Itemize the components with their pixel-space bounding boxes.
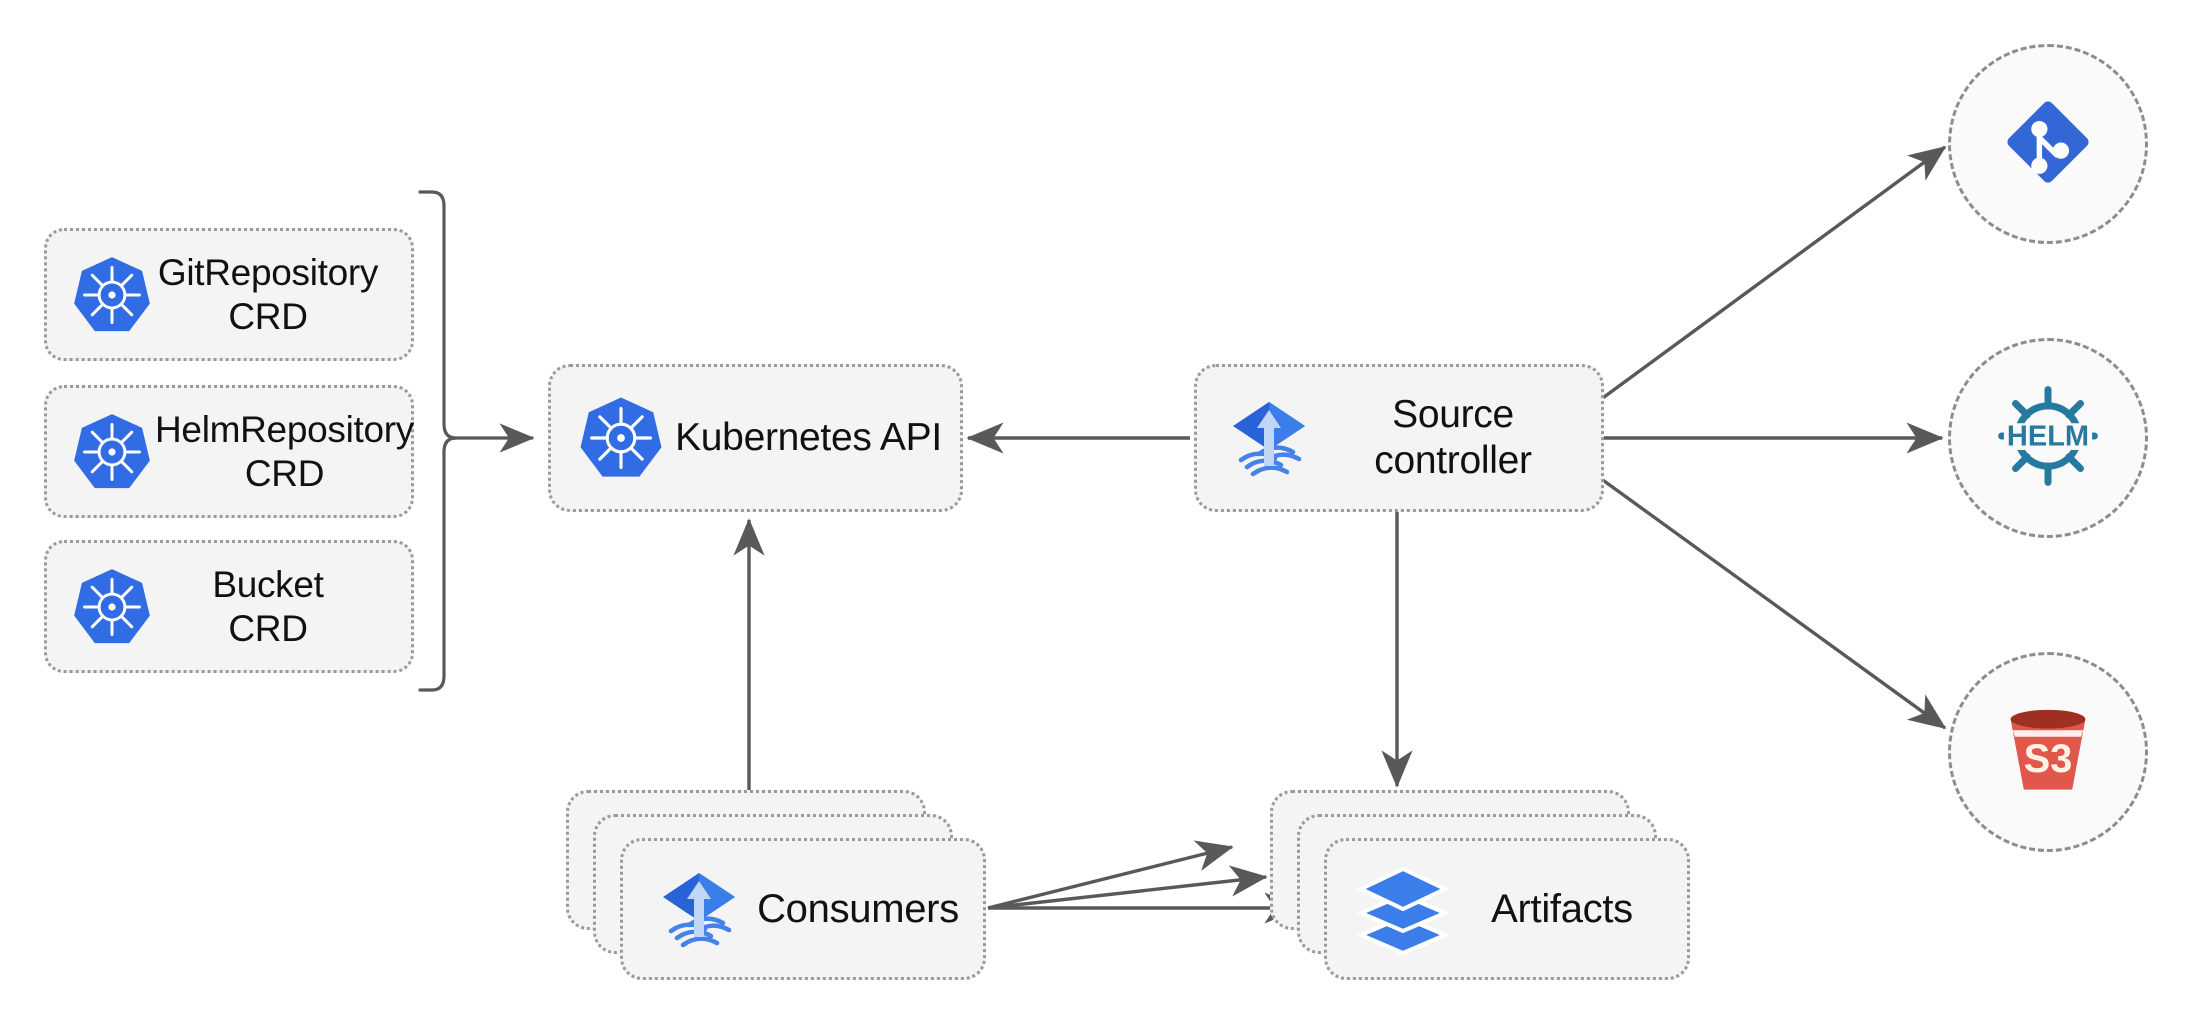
node-consumers-group[interactable]: Consumers [566, 790, 986, 980]
helm-wordmark: HELM [2007, 420, 2089, 452]
edge-source-controller-to-git [1598, 145, 1947, 402]
node-kubernetes-api[interactable]: Kubernetes API [548, 364, 963, 512]
git-icon [1994, 88, 2102, 201]
kubernetes-icon [575, 392, 667, 484]
node-label: HelmRepository CRD [155, 408, 414, 494]
edge-consumers-to-artifacts-2 [987, 865, 1268, 910]
kubernetes-icon [69, 564, 155, 650]
node-bucket-crd[interactable]: Bucket CRD [44, 540, 414, 673]
s3-bucket-icon: S3 [1993, 695, 2103, 810]
flux-icon [649, 859, 749, 959]
node-git-backend[interactable] [1948, 44, 2148, 244]
node-artifacts[interactable]: Artifacts [1324, 838, 1690, 980]
edge-consumers-to-artifacts-1 [987, 840, 1234, 910]
flux-icon [1219, 388, 1319, 488]
node-label: Consumers [757, 886, 959, 931]
node-artifacts-group[interactable]: Artifacts [1270, 790, 1690, 980]
node-label: GitRepository CRD [157, 251, 379, 337]
node-helm-backend[interactable]: HELM [1948, 338, 2148, 538]
kubernetes-icon [69, 409, 155, 495]
s3-wordmark: S3 [2024, 737, 2072, 781]
node-label: Kubernetes API [675, 415, 942, 459]
node-label: Artifacts [1491, 886, 1633, 931]
node-label: Source controller [1374, 392, 1532, 482]
node-source-controller[interactable]: Source controller [1194, 364, 1604, 512]
node-consumers[interactable]: Consumers [620, 838, 986, 980]
layers-icon [1353, 859, 1453, 959]
node-helmrepository-crd[interactable]: HelmRepository CRD [44, 385, 414, 518]
helm-icon: HELM [1990, 378, 2106, 499]
node-gitrepository-crd[interactable]: GitRepository CRD [44, 228, 414, 361]
kubernetes-icon [69, 252, 155, 338]
edge-source-controller-to-s3 [1599, 476, 1947, 730]
node-s3-backend[interactable]: S3 [1948, 652, 2148, 852]
node-label: Bucket CRD [212, 563, 324, 649]
